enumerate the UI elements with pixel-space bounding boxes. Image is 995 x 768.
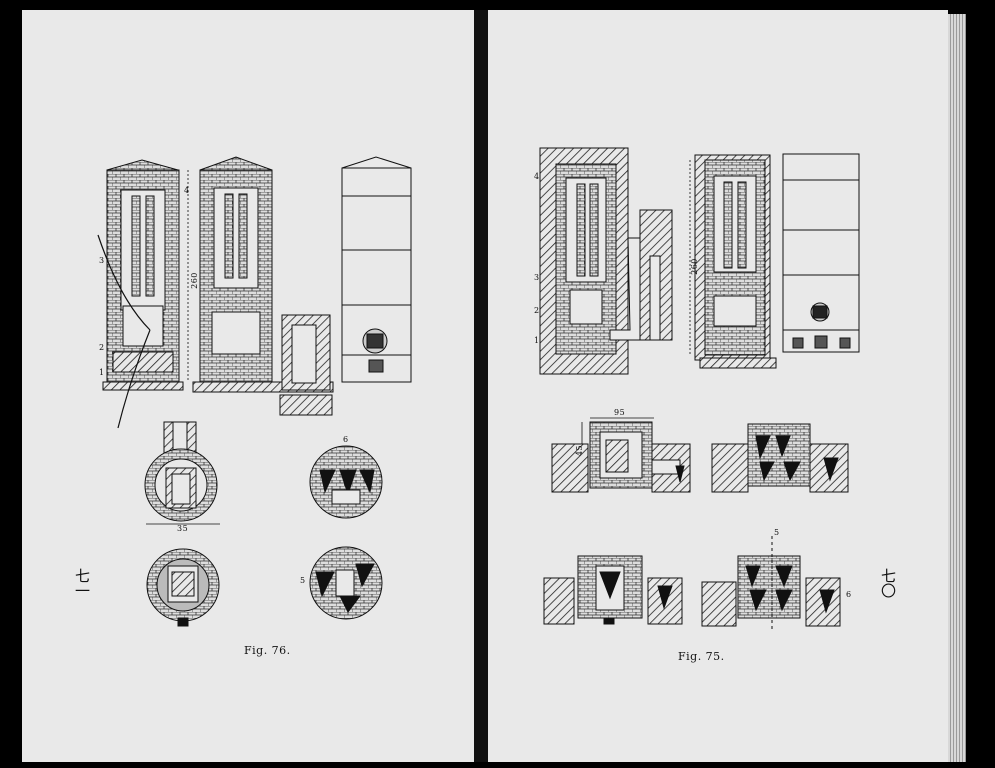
fig76-plan-round-chambers-upper — [309, 445, 383, 519]
section-marker-5: 5 — [300, 576, 306, 585]
fig76-dimension-lines — [146, 170, 220, 525]
section-marker-4: 4 — [184, 186, 190, 195]
section-marker-2: 2 — [99, 343, 105, 352]
fig75-plan-square-chambers-lower — [701, 536, 841, 630]
figure-caption: Fig. 75. — [678, 650, 725, 663]
right-page — [488, 10, 948, 762]
fig76-plan-round-chambers-lower — [309, 546, 383, 620]
page-edges — [948, 14, 966, 762]
section-marker-5: 5 — [774, 528, 780, 537]
section-marker-3: 3 — [534, 273, 540, 282]
fig75-plan-square-chambers-upper — [711, 423, 849, 493]
fig75-stove-elevation — [782, 153, 860, 353]
fig76-plan-round-grate — [146, 548, 220, 627]
book-gutter — [474, 10, 488, 762]
page-number: 七一 — [73, 568, 91, 598]
fig76-width-dimension: 35 — [177, 524, 189, 533]
section-marker-2: 2 — [534, 306, 540, 315]
fig75-stove-section-a — [539, 147, 673, 375]
fig75-stove-section-b — [694, 154, 777, 369]
section-marker-3: 3 — [99, 256, 105, 265]
section-marker-1: 1 — [99, 368, 105, 377]
fig75-plan-square-flue — [551, 421, 691, 493]
page-number: 七〇 — [879, 568, 897, 598]
fig76-height-dimension: 260 — [189, 272, 199, 289]
fig75-height-dimension: 260 — [689, 258, 699, 275]
fig76-stove-section-b — [192, 156, 334, 416]
section-marker-4: 4 — [534, 172, 540, 181]
section-marker-6: 6 — [343, 435, 349, 444]
fig76-plan-round-flue — [144, 421, 218, 522]
fig75-width-dimension: 95 — [614, 408, 626, 417]
fig76-stove-section-a — [97, 159, 184, 429]
section-marker-1: 1 — [534, 336, 540, 345]
fig75-side-dimension: 45 — [575, 444, 585, 457]
section-marker-6: 6 — [846, 590, 852, 599]
fig76-stove-elevation — [341, 156, 412, 383]
figure-caption: Fig. 76. — [244, 644, 291, 657]
fig75-plan-square-grate — [543, 555, 683, 625]
